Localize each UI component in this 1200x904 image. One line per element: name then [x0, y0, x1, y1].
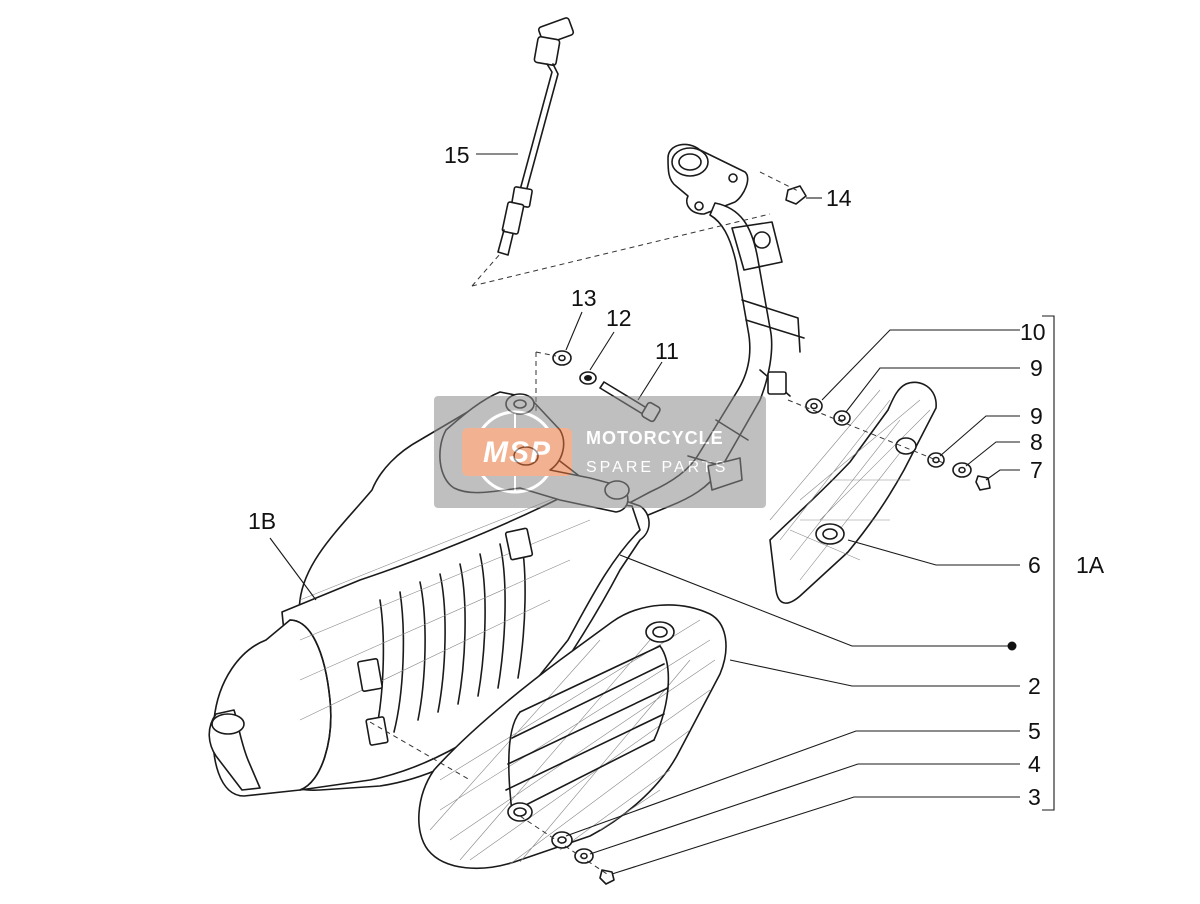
small-heat-shield: [769, 381, 937, 604]
callout-5: 5: [1028, 718, 1041, 744]
watermark-logo-text: MSP: [483, 436, 551, 469]
callout-15: 15: [444, 142, 470, 168]
oxygen-sensor: [497, 17, 575, 256]
callout-9-upper: 9: [1030, 355, 1043, 381]
callout-3: 3: [1028, 784, 1041, 810]
callout-1B: 1B: [248, 508, 276, 534]
callout-14: 14: [826, 185, 852, 211]
leader-lines: [269, 153, 1055, 875]
watermark-line-1: MOTORCYCLE: [586, 428, 724, 448]
msp-logo: [462, 428, 572, 476]
reference-dot: [1007, 641, 1017, 651]
callout-9-lower: 9: [1030, 403, 1043, 429]
large-heat-shield: [418, 604, 727, 870]
callout-10: 10: [1020, 319, 1046, 345]
watermark-line-2: SPARE PARTS: [586, 459, 728, 476]
callout-12: 12: [606, 305, 632, 331]
callouts: 15 14 13 12 11 10 9 9 8 7 6 1A 1B 2 5 4 …: [248, 142, 1105, 810]
callout-7: 7: [1030, 457, 1043, 483]
watermark: MSP MOTORCYCLE SPARE PARTS: [434, 396, 766, 508]
callout-4: 4: [1028, 751, 1041, 777]
callout-13: 13: [571, 285, 597, 311]
callout-11: 11: [655, 338, 679, 364]
callout-1A: 1A: [1076, 552, 1105, 578]
callout-8: 8: [1030, 429, 1043, 455]
callout-6: 6: [1028, 552, 1041, 578]
watermark-panel: [434, 396, 766, 508]
callout-2: 2: [1028, 673, 1041, 699]
